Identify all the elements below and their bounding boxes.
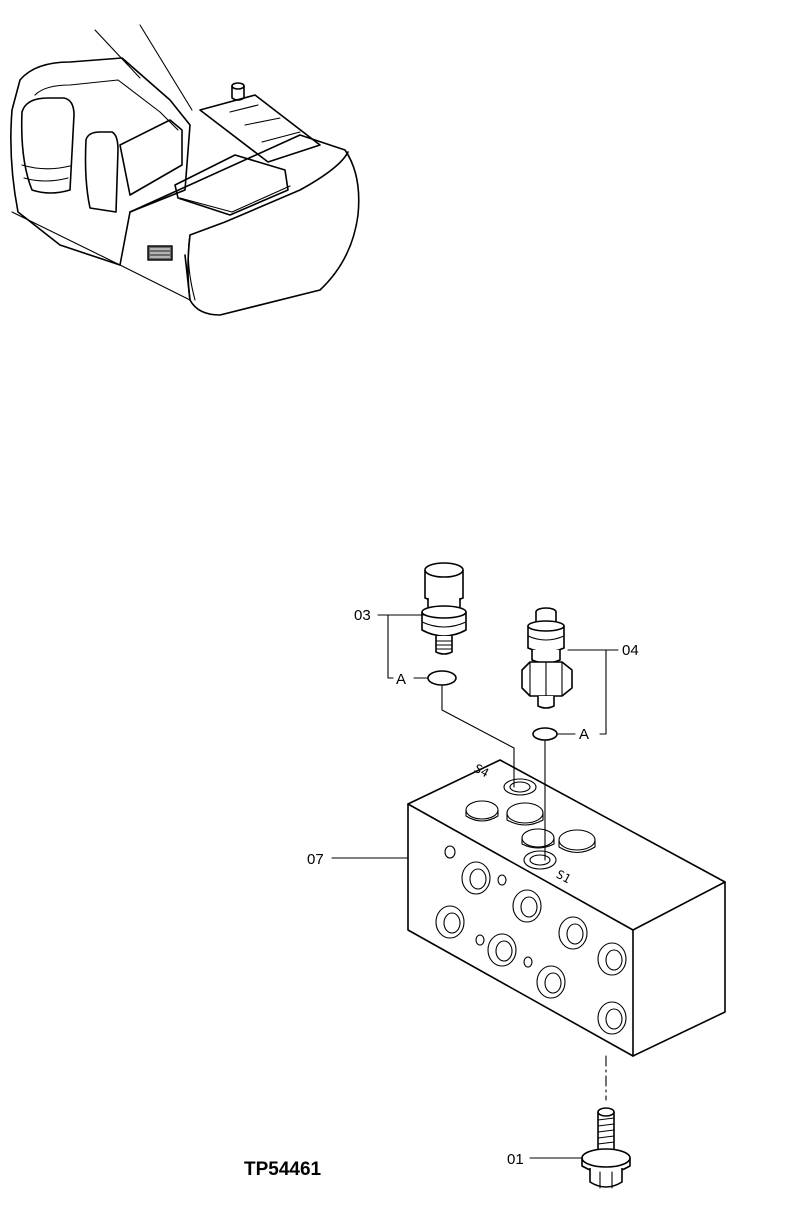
- front-ports: [435, 845, 627, 1035]
- callout-04: 04: [622, 642, 639, 659]
- o-ring-left: [427, 670, 457, 686]
- pressure-switch-03: [421, 562, 467, 655]
- callout-03: 03: [354, 607, 371, 624]
- o-ring-right: [532, 727, 558, 741]
- callout-01: 01: [507, 1151, 524, 1168]
- pressure-sensor-04: [521, 607, 573, 709]
- port-mark-s1: S1: [554, 867, 573, 886]
- port-mark-s4: S4: [472, 761, 491, 780]
- component-location-marker: [147, 245, 173, 261]
- detail-marker-a-left: A: [396, 671, 406, 688]
- bolt-01: [581, 1107, 631, 1189]
- callout-07: 07: [307, 851, 324, 868]
- excavator-locator-view: [10, 24, 360, 316]
- detail-marker-a-right: A: [579, 726, 589, 743]
- figure-id: TP54461: [244, 1159, 322, 1180]
- manifold-block-07: S4 S1: [407, 759, 726, 1057]
- leader-lines: [331, 614, 619, 1159]
